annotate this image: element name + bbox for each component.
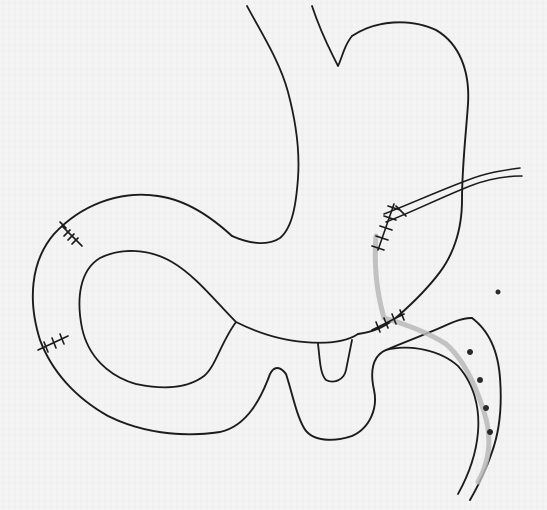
marker-dot (487, 429, 493, 435)
marker-dot (477, 377, 483, 383)
stray-mark (496, 290, 501, 295)
marker-dot (467, 349, 473, 355)
marker-dot (483, 405, 489, 411)
